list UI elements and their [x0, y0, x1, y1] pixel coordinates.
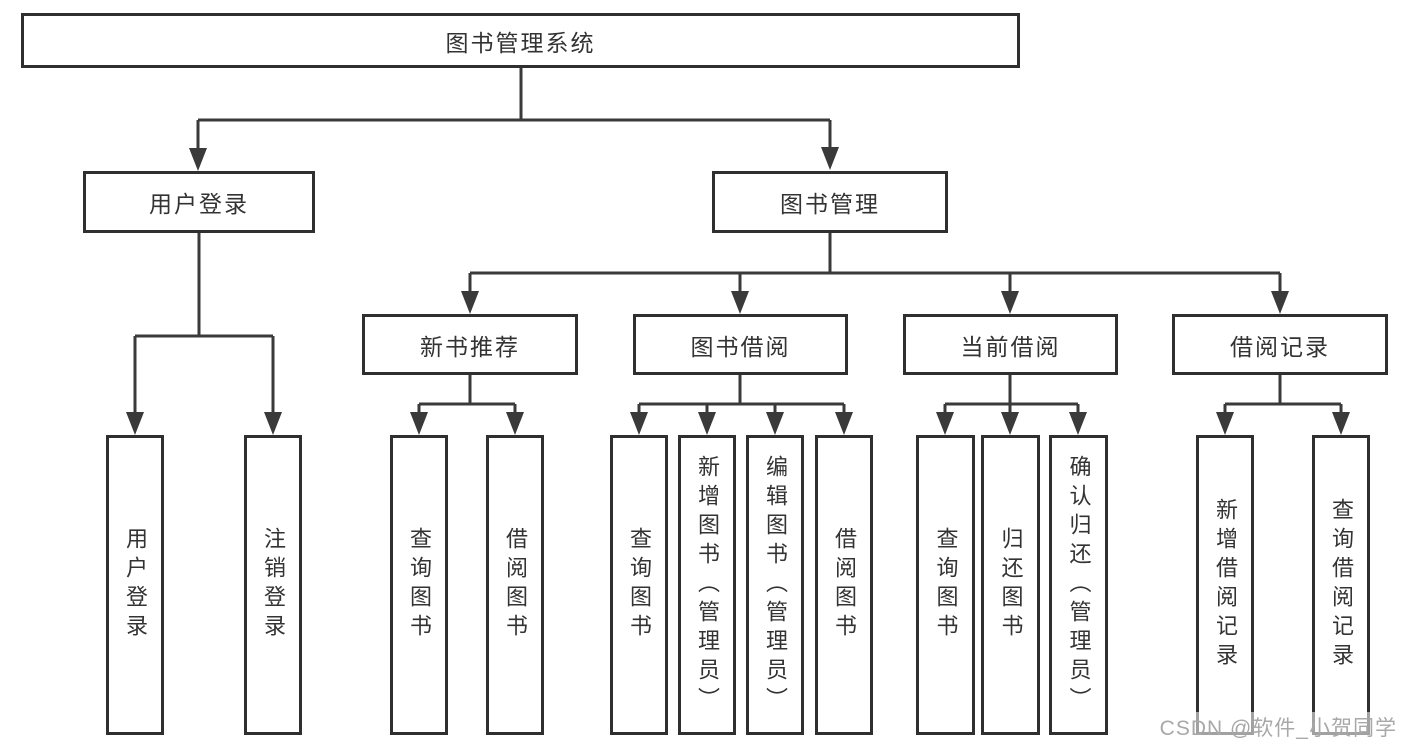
leaf-user-login-label: 用户登录 [123, 527, 148, 643]
leaf-add-book-admin-label: 新增图书（管理员） [695, 454, 720, 716]
leaf-query-borrow-record-label: 查询借阅记录 [1329, 498, 1354, 672]
leaf-return-book-label: 归还图书 [998, 527, 1024, 643]
leaf-confirm-return-admin-label: 确认归还（管理员） [1066, 454, 1092, 716]
connector-lines [133, 68, 1343, 414]
leaf-borrow-books-label: 借阅图书 [832, 527, 857, 643]
leaf-borrow-books-recommend-label: 借阅图书 [503, 527, 528, 643]
leaf-query-borrow-record: 查询借阅记录 [1312, 435, 1370, 735]
leaf-add-book-admin: 新增图书（管理员） [678, 435, 736, 735]
node-root-library-system: 图书管理系统 [21, 13, 1020, 68]
leaf-confirm-return-admin: 确认归还（管理员） [1049, 435, 1108, 735]
leaf-logout-label: 注销登录 [261, 527, 286, 643]
leaf-add-borrow-record: 新增借阅记录 [1196, 435, 1254, 735]
leaf-logout: 注销登录 [244, 435, 302, 735]
csdn-watermark: CSDN @软件_小贺同学 [1156, 712, 1400, 742]
leaf-return-book: 归还图书 [981, 435, 1040, 735]
node-borrow-records: 借阅记录 [1172, 314, 1388, 375]
leaf-add-borrow-record-label: 新增借阅记录 [1213, 498, 1238, 672]
arrowheads [126, 147, 1350, 435]
leaf-edit-book-admin-label: 编辑图书（管理员） [763, 454, 788, 716]
leaf-edit-book-admin: 编辑图书（管理员） [746, 435, 804, 735]
leaf-query-books-borrow: 查询图书 [610, 435, 668, 735]
leaf-query-books-recommend-label: 查询图书 [407, 527, 432, 643]
node-current-borrow: 当前借阅 [903, 314, 1118, 375]
leaf-query-books-current-label: 查询图书 [933, 527, 959, 643]
leaf-borrow-books-recommend: 借阅图书 [486, 435, 544, 735]
leaf-query-books-borrow-label: 查询图书 [627, 527, 652, 643]
leaf-borrow-books: 借阅图书 [815, 435, 873, 735]
node-book-management: 图书管理 [712, 171, 948, 233]
node-book-borrow: 图书借阅 [633, 314, 848, 375]
node-new-book-recommend: 新书推荐 [362, 314, 578, 375]
leaf-query-books-current: 查询图书 [916, 435, 975, 735]
leaf-query-books-recommend: 查询图书 [390, 435, 448, 735]
node-user-login: 用户登录 [83, 171, 315, 233]
leaf-user-login: 用户登录 [106, 435, 164, 735]
